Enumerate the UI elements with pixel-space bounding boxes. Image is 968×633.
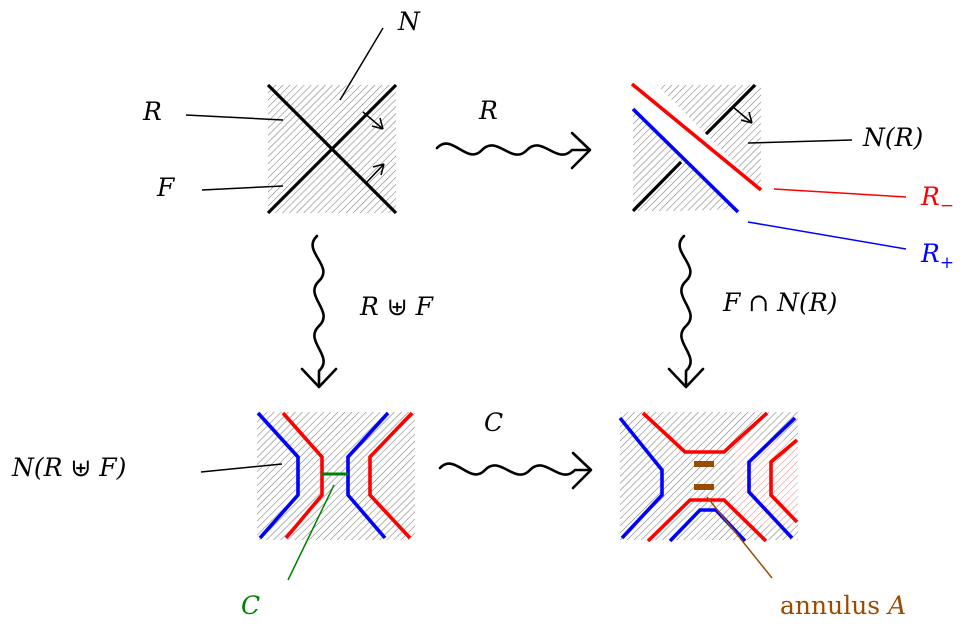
panel-sum: N(R ⊎ F) C [11,411,415,620]
label-arrow-sum: R ⊎ F [359,292,435,321]
arrow-sum-head [300,367,338,389]
label-arrow-F-cap: F ∩ N(R) [722,288,837,317]
arrow-F-cap-head [667,367,705,389]
arrow-C-head [571,451,593,490]
leader-F [201,185,284,191]
label-N-R: N(R) [862,123,923,152]
surface-F-lower [631,160,683,213]
arrow-R-head [570,131,592,170]
annulus-blue-left [618,416,664,540]
sum-blue-left [256,411,300,540]
leader-C [287,484,335,581]
label-arrow-C: C [484,408,503,437]
sum-red-left [281,411,324,540]
sum-red-right [368,411,414,540]
panel-cut-R: N(R) R− R+ [630,82,954,273]
annulus-red-top [641,411,769,454]
arrow-R: R [435,96,592,170]
label-R-plus: R+ [920,239,954,273]
label-C: C [241,591,260,620]
arrow-F-cap-squiggle [678,234,692,387]
neighborhood-sum [257,412,415,540]
annulus-bar-top [694,461,714,467]
label-arrow-R: R [478,96,498,125]
surface-F [266,83,398,215]
region-upper [657,85,761,189]
leader-N-sum [200,463,283,473]
leader-R [185,114,284,121]
label-R: R [142,97,162,126]
leader-annulus [706,496,773,579]
normal-arrow-R2 [732,106,753,124]
arrow-R-squiggle [435,142,589,156]
label-N: N [397,7,421,36]
arrow-C: C [438,408,593,490]
label-F: F [156,173,176,202]
arrow-sum-squiggle [311,234,325,387]
panel-annulus: annulus A [618,411,906,620]
annulus-bar-bottom [694,484,714,490]
surface-F-upper [704,83,757,136]
surface-R-minus [630,82,763,192]
normal-arrow-F [365,163,385,184]
surface-R-plus [631,107,740,214]
label-N-sum: N(R ⊎ F) [11,453,126,482]
arrow-F-cap: F ∩ N(R) [667,234,837,389]
sum-blue-right [346,411,390,540]
arrow-C-squiggle [438,462,590,476]
panel-crossing: N R F [142,7,421,215]
annulus-blue-right [747,416,797,540]
leader-R-plus [747,221,907,250]
arrow-sum: R ⊎ F [300,234,435,389]
label-annulus: annulus A [780,591,906,620]
leader-N-R [747,139,853,144]
leader-N [339,27,384,101]
annulus-red-right [769,438,799,524]
normal-arrow-R [362,111,384,130]
leader-R-minus [773,188,907,198]
annulus-red-bottom [646,498,768,543]
label-R-minus: R− [920,182,954,216]
